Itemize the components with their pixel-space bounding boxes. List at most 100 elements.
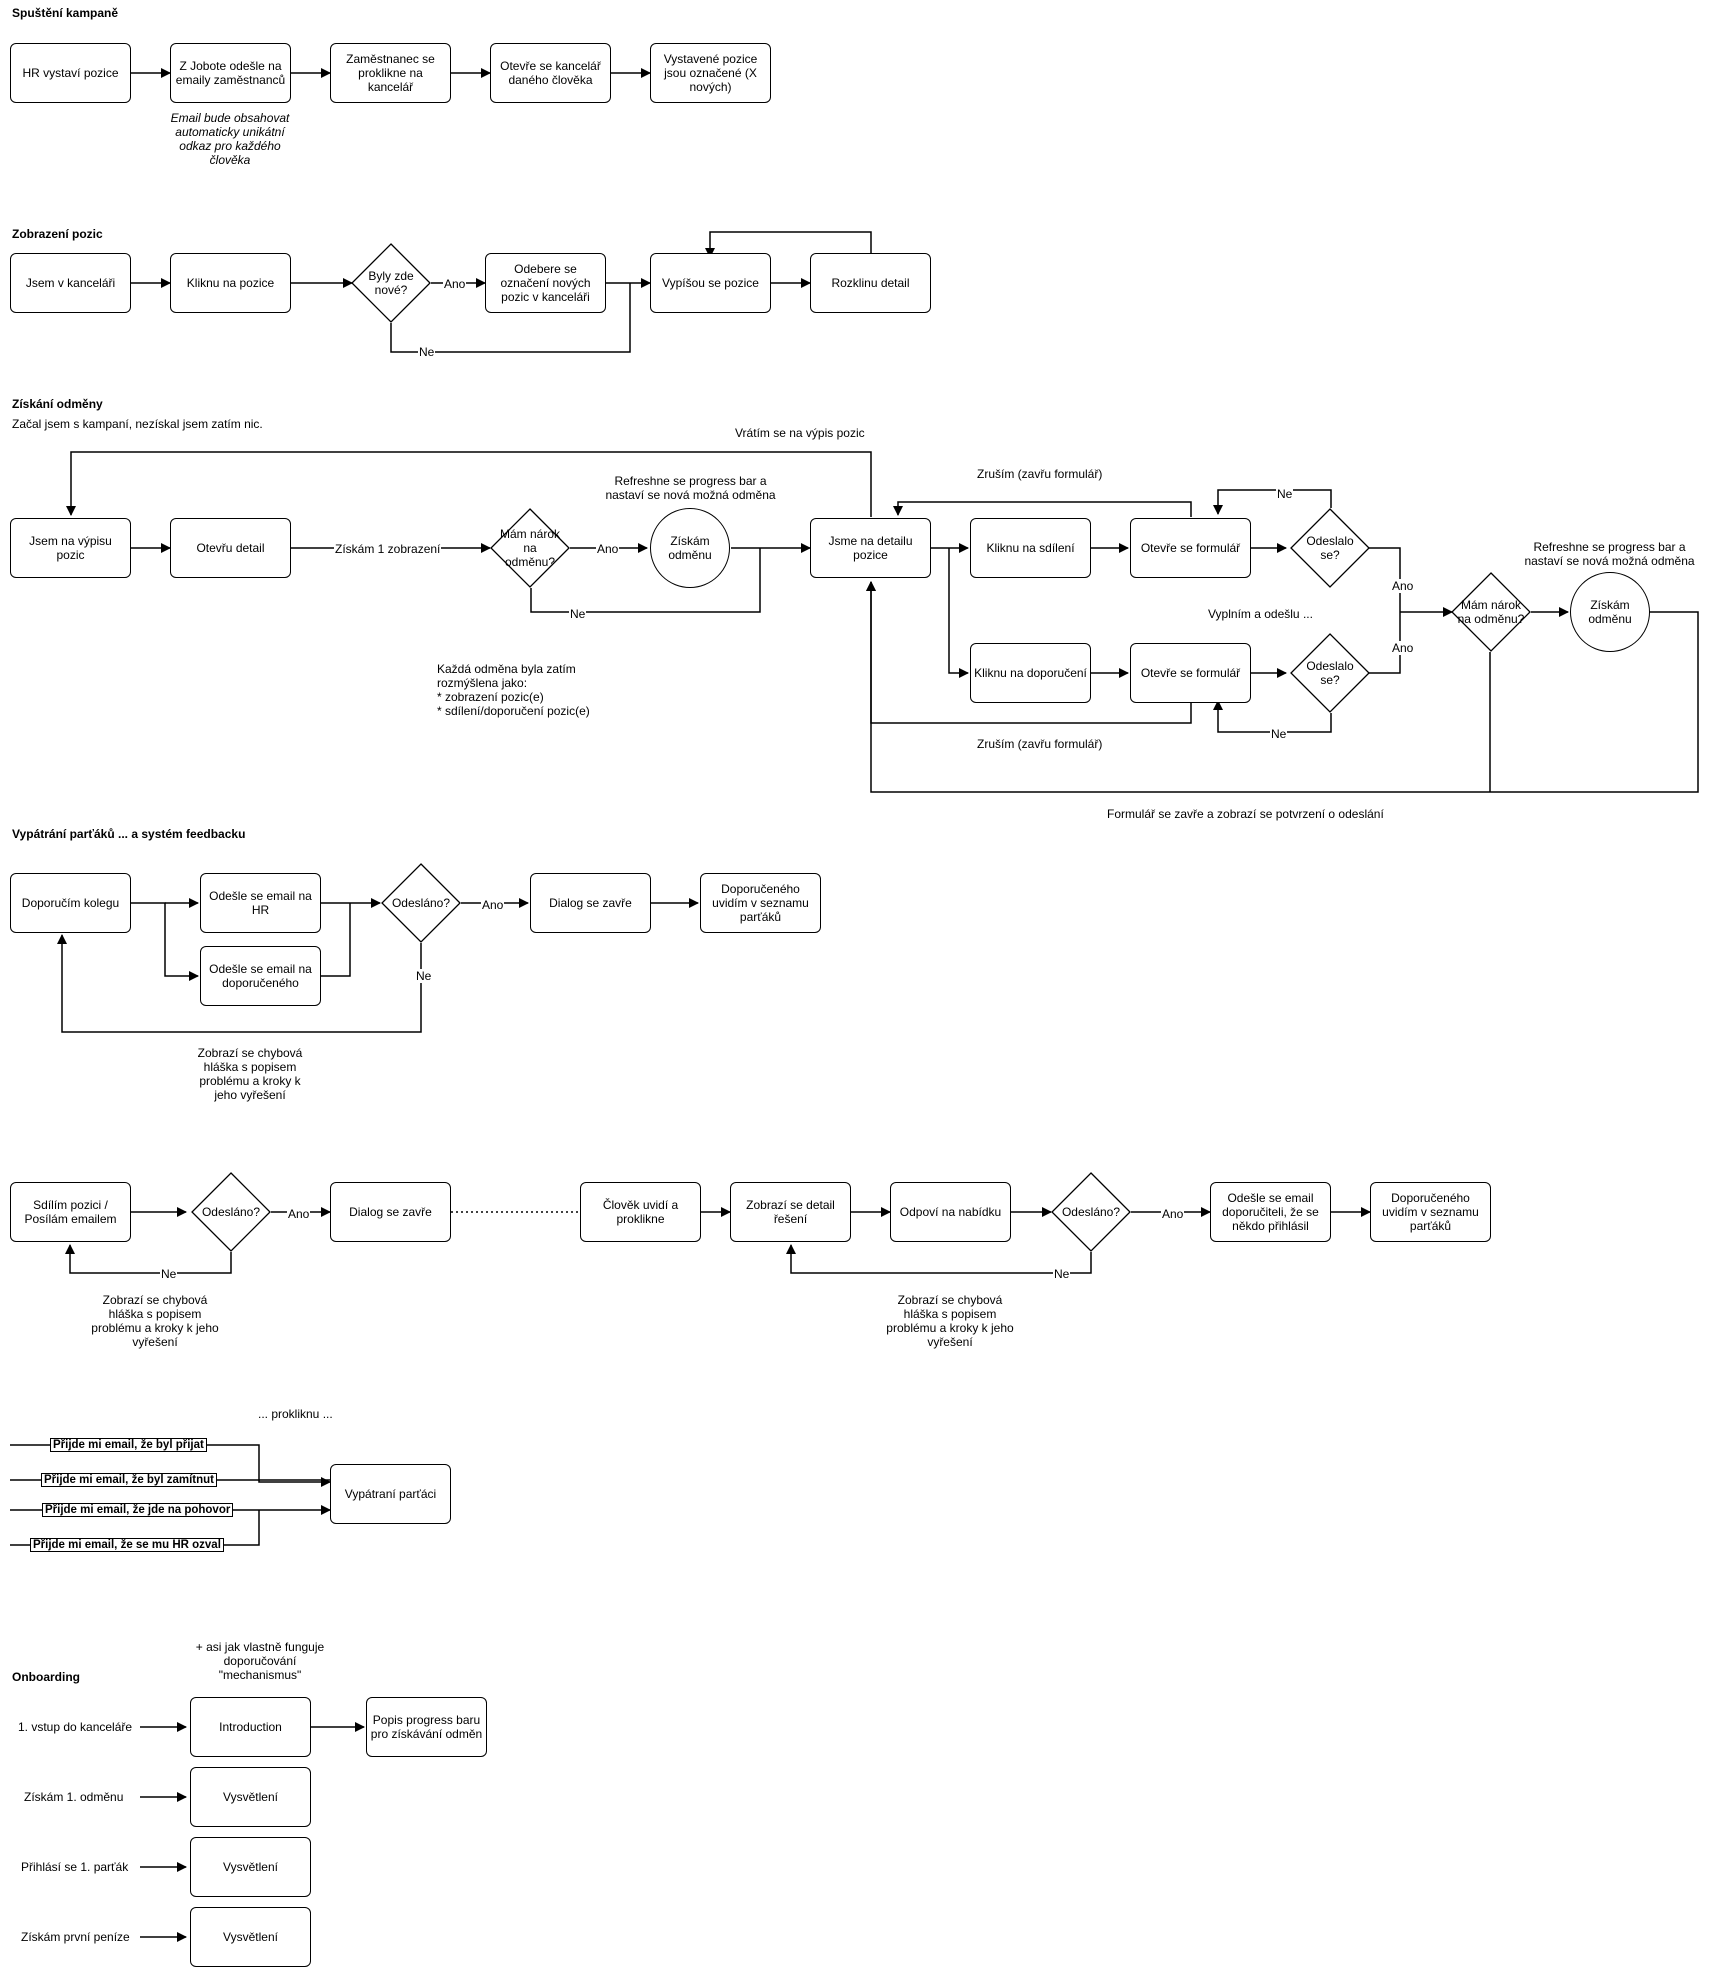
edge-label-yes: Ano xyxy=(287,1207,311,1221)
label-back-to-list: Vrátím se na výpis pozic xyxy=(735,426,865,440)
diamond-shape xyxy=(191,1172,271,1252)
node-explanation-2: Vysvětlení xyxy=(190,1837,311,1897)
label-click-through: ... prokliknu ... xyxy=(258,1407,333,1421)
label-error-message: Zobrazí se chybová hláška s popisem prob… xyxy=(197,1046,303,1102)
node-get-reward-2: Získám odměnu xyxy=(1570,572,1650,652)
decision-sent-reply: Odesláno? xyxy=(1051,1172,1131,1252)
node-positions-listed: Vypíšou se pozice xyxy=(650,253,771,313)
tag-email-rejected: Přijde mi email, že byl zamítnut xyxy=(41,1473,217,1487)
note-reward-design: Každá odměna byla zatím rozmýšlena jako:… xyxy=(437,662,590,718)
decision-label: Odesláno? xyxy=(201,1205,261,1219)
node-click-share: Kliknu na sdílení xyxy=(970,518,1091,578)
tag-email-interview: Přijde mi email, že jde na pohovor xyxy=(42,1503,234,1517)
node-explanation-3: Vysvětlení xyxy=(190,1907,311,1967)
decision-label: Odeslalo se? xyxy=(1306,659,1354,687)
node-email-to-recommended: Odešle se email na doporučeného xyxy=(200,946,321,1006)
node-positions-marked: Vystavené pozice jsou označené (X nových… xyxy=(650,43,771,103)
diamond-shape xyxy=(381,863,461,943)
label-step-first-money: Získám první peníze xyxy=(21,1930,130,1944)
diamond-shape xyxy=(1290,633,1370,713)
tag-email-accepted: Přijde mi email, že byl přijat xyxy=(50,1438,207,1452)
node-found-partners: Vypátraní parťáci xyxy=(330,1464,451,1524)
decision-label: Mám nárok na odměnu? xyxy=(499,527,561,569)
section-title-onboarding: Onboarding xyxy=(12,1670,80,1684)
node-get-reward-1: Získám odměnu xyxy=(650,508,730,588)
diamond-shape xyxy=(1451,572,1531,652)
node-click-positions: Kliknu na pozice xyxy=(170,253,291,313)
node-share-position: Sdílím pozici / Posílám emailem xyxy=(10,1182,131,1242)
node-see-in-partner-list-2: Doporučeného uvidím v seznamu parťáků xyxy=(1370,1182,1491,1242)
edge-label-no: Ne xyxy=(160,1267,178,1281)
edge-label-no: Ne xyxy=(418,345,436,359)
diamond-shape xyxy=(1290,508,1370,588)
label-step-first-partner: Přihlásí se 1. parťák xyxy=(21,1860,129,1874)
node-reply-to-offer: Odpoví na nabídku xyxy=(890,1182,1011,1242)
diamond-shape xyxy=(1051,1172,1131,1252)
decision-label: Odesláno? xyxy=(391,896,451,910)
label-refresh-progress-1: Refreshne se progress bar a nastaví se n… xyxy=(605,474,776,502)
section-subtitle-reward: Začal jsem s kampaní, nezískal jsem zatí… xyxy=(12,417,263,431)
node-email-to-hr: Odešle se email na HR xyxy=(200,873,321,933)
note-mechanism: + asi jak vlastně funguje doporučování "… xyxy=(195,1640,325,1682)
node-on-position-detail: Jsme na detailu pozice xyxy=(810,518,931,578)
label-error-message-1: Zobrazí se chybová hláška s popisem prob… xyxy=(91,1293,219,1349)
section-title-partners: Vypátrání parťáků ... a systém feedbacku xyxy=(12,827,246,841)
edge-label-get-view: Získám 1 zobrazení xyxy=(334,542,442,556)
decision-sent: Odesláno? xyxy=(381,863,461,943)
section-title-positions: Zobrazení pozic xyxy=(12,227,103,241)
edge-label-no: Ne xyxy=(569,607,587,621)
label-cancel-form-top: Zruším (zavřu formulář) xyxy=(977,467,1103,481)
label-cancel-form-bottom: Zruším (zavřu formulář) xyxy=(977,737,1103,751)
node-office-opens: Otevře se kancelář daného člověka xyxy=(490,43,611,103)
edge-label-no-2: Ne xyxy=(1053,1267,1071,1281)
edge-label-no-top: Ne xyxy=(1276,487,1294,501)
edge-label-yes-2: Ano xyxy=(1161,1207,1185,1221)
node-solution-detail: Zobrazí se detail řešení xyxy=(730,1182,851,1242)
node-dialog-closes-share: Dialog se zavře xyxy=(330,1182,451,1242)
edge-label-yes-top: Ano xyxy=(1391,579,1415,593)
node-recommend-colleague: Doporučím kolegu xyxy=(10,873,131,933)
edge-label-no-bottom: Ne xyxy=(1270,727,1288,741)
node-jobote-emails: Z Jobote odešle na emaily zaměstnanců xyxy=(170,43,291,103)
decision-sent-share: Odesláno? xyxy=(191,1172,271,1252)
diamond-shape xyxy=(490,508,570,588)
node-dialog-closes: Dialog se zavře xyxy=(530,873,651,933)
node-email-to-recommender: Odešle se email doporučiteli, že se někd… xyxy=(1210,1182,1331,1242)
decision-label: Odesláno? xyxy=(1061,1205,1121,1219)
section-title-reward: Získání odměny xyxy=(12,397,103,411)
section-title-launch: Spuštění kampaně xyxy=(12,6,119,20)
decision-reward-eligible-1: Mám nárok na odměnu? xyxy=(490,508,570,588)
decision-reward-eligible-2: Mám nárok na odměnu? xyxy=(1451,572,1531,652)
decision-sent-bottom: Odeslalo se? xyxy=(1290,633,1370,713)
edge-label-yes: Ano xyxy=(443,277,467,291)
label-error-message-2: Zobrazí se chybová hláška s popisem prob… xyxy=(886,1293,1014,1349)
diamond-shape xyxy=(351,243,431,323)
edge-label-yes-bottom: Ano xyxy=(1391,641,1415,655)
node-introduction: Introduction xyxy=(190,1697,311,1757)
node-open-detail: Otevřu detail xyxy=(170,518,291,578)
decision-label: Odeslalo se? xyxy=(1306,534,1354,562)
decision-new-positions: Byly zde nové? xyxy=(351,243,431,323)
note-email-link: Email bude obsahovat automaticky unikátn… xyxy=(170,111,290,167)
node-remove-new-markers: Odebere se označení nových pozic v kance… xyxy=(485,253,606,313)
node-in-office: Jsem v kanceláři xyxy=(10,253,131,313)
node-hr-posts: HR vystaví pozice xyxy=(10,43,131,103)
node-open-detail: Rozklinu detail xyxy=(810,253,931,313)
label-step-first-reward: Získám 1. odměnu xyxy=(24,1790,124,1804)
decision-label: Byly zde nové? xyxy=(368,269,414,297)
node-person-sees-clicks: Člověk uvidí a proklikne xyxy=(580,1182,701,1242)
decision-sent-top: Odeslalo se? xyxy=(1290,508,1370,588)
edge-label-yes: Ano xyxy=(481,898,505,912)
node-click-recommend: Kliknu na doporučení xyxy=(970,643,1091,703)
node-employee-clicks: Zaměstnanec se proklikne na kancelář xyxy=(330,43,451,103)
tag-email-hr-contacted: Přijde mi email, že se mu HR ozval xyxy=(30,1538,224,1552)
decision-label: Mám nárok na odměnu? xyxy=(1457,598,1525,626)
node-form-opens-top: Otevře se formulář xyxy=(1130,518,1251,578)
node-explanation-1: Vysvětlení xyxy=(190,1767,311,1827)
label-form-closed-confirmation: Formulář se zavře a zobrazí se potvrzení… xyxy=(1107,807,1384,821)
label-step-enter-office: 1. vstup do kanceláře xyxy=(18,1720,133,1734)
label-fill-and-send: Vyplním a odešlu ... xyxy=(1208,607,1313,621)
node-see-in-partner-list: Doporučeného uvidím v seznamu parťáků xyxy=(700,873,821,933)
edge-label-yes: Ano xyxy=(596,542,620,556)
